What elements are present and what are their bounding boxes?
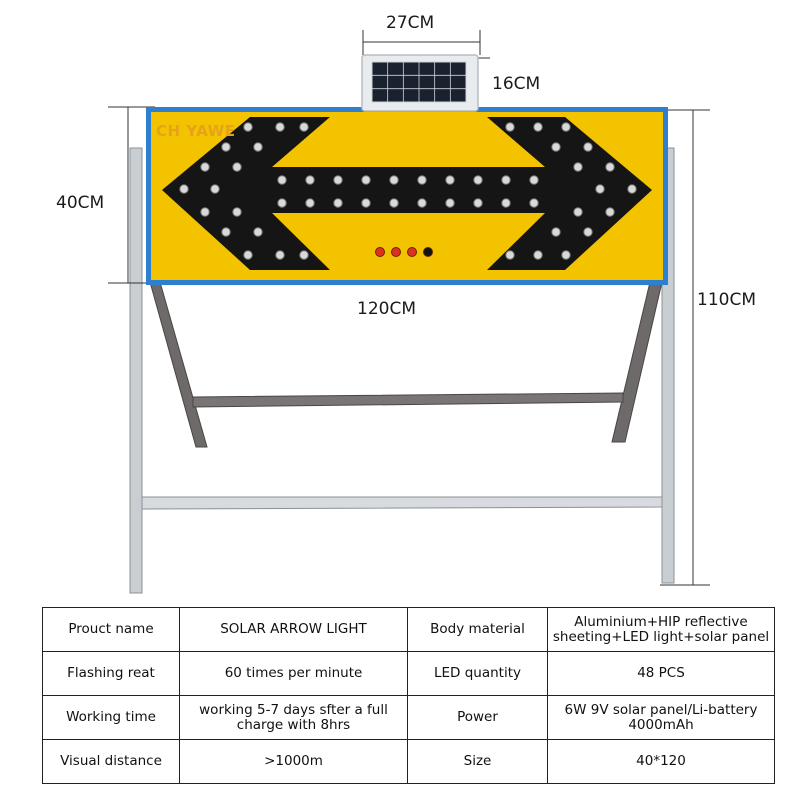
led-light <box>243 250 253 260</box>
led-light <box>232 162 242 172</box>
led-light <box>529 175 539 185</box>
led-light <box>333 175 343 185</box>
led-light <box>253 227 263 237</box>
spec-label-cell: Body material <box>407 607 548 652</box>
led-light <box>551 142 561 152</box>
indicator-light <box>407 247 417 257</box>
led-light <box>299 250 309 260</box>
led-light <box>505 122 515 132</box>
spec-value-cell: >1000m <box>179 739 408 784</box>
spec-value-cell: Aluminium+HIP reflective sheeting+LED li… <box>547 607 775 652</box>
led-light <box>573 162 583 172</box>
led-light <box>305 198 315 208</box>
led-light <box>605 162 615 172</box>
spec-label-cell: Visual distance <box>42 739 180 784</box>
brand-logo: CH YAWE <box>156 122 235 140</box>
led-light <box>473 198 483 208</box>
led-light <box>333 198 343 208</box>
indicator-light <box>423 247 433 257</box>
led-light <box>277 198 287 208</box>
led-light <box>561 250 571 260</box>
led-light <box>275 250 285 260</box>
sign-board <box>146 107 668 285</box>
spec-label-cell: Working time <box>42 695 180 740</box>
spec-label-cell: LED quantity <box>407 651 548 696</box>
led-light <box>561 122 571 132</box>
led-light <box>417 198 427 208</box>
spec-value-cell: 60 times per minute <box>179 651 408 696</box>
led-light <box>275 122 285 132</box>
led-light <box>389 198 399 208</box>
led-light <box>627 184 637 194</box>
brand-name: YAWE <box>186 122 236 140</box>
spec-label-cell: Power <box>407 695 548 740</box>
led-light <box>605 207 615 217</box>
indicator-light <box>375 247 385 257</box>
spec-value-cell: 48 PCS <box>547 651 775 696</box>
led-light <box>551 227 561 237</box>
spec-value-cell: SOLAR ARROW LIGHT <box>179 607 408 652</box>
spec-value-cell: 40*120 <box>547 739 775 784</box>
led-light <box>573 207 583 217</box>
led-lights <box>179 122 637 260</box>
brand-mark: CH <box>156 122 181 140</box>
stand-frame <box>129 147 675 594</box>
board-width-label: 120CM <box>357 299 416 319</box>
led-light <box>595 184 605 194</box>
led-light <box>389 175 399 185</box>
led-light <box>200 162 210 172</box>
spec-label-cell: Flashing reat <box>42 651 180 696</box>
led-light <box>179 184 189 194</box>
led-light <box>533 250 543 260</box>
led-light <box>533 122 543 132</box>
indicator-lights <box>375 247 433 257</box>
led-light <box>505 250 515 260</box>
spec-label-cell: Size <box>407 739 548 784</box>
led-light <box>200 207 210 217</box>
spec-label-cell: Prouct name <box>42 607 180 652</box>
solar-panel <box>361 54 479 112</box>
led-light <box>583 227 593 237</box>
led-light <box>305 175 315 185</box>
led-light <box>501 198 511 208</box>
spec-value-cell: 6W 9V solar panel/Li-battery 4000mAh <box>547 695 775 740</box>
led-light <box>221 142 231 152</box>
led-light <box>417 175 427 185</box>
solar-width-label: 27CM <box>386 13 435 33</box>
led-light <box>501 175 511 185</box>
led-light <box>232 207 242 217</box>
board-height-label: 40CM <box>56 193 105 213</box>
led-light <box>299 122 309 132</box>
indicator-light <box>391 247 401 257</box>
led-light <box>473 175 483 185</box>
led-light <box>253 142 263 152</box>
led-light <box>361 175 371 185</box>
solar-height-label: 16CM <box>492 74 541 94</box>
led-light <box>221 227 231 237</box>
led-light <box>529 198 539 208</box>
led-light <box>210 184 220 194</box>
spec-value-cell: working 5-7 days sfter a full charge wit… <box>179 695 408 740</box>
led-light <box>583 142 593 152</box>
led-light <box>277 175 287 185</box>
led-light <box>445 198 455 208</box>
led-light <box>445 175 455 185</box>
led-light <box>361 198 371 208</box>
total-height-label: 110CM <box>697 290 756 310</box>
led-light <box>243 122 253 132</box>
